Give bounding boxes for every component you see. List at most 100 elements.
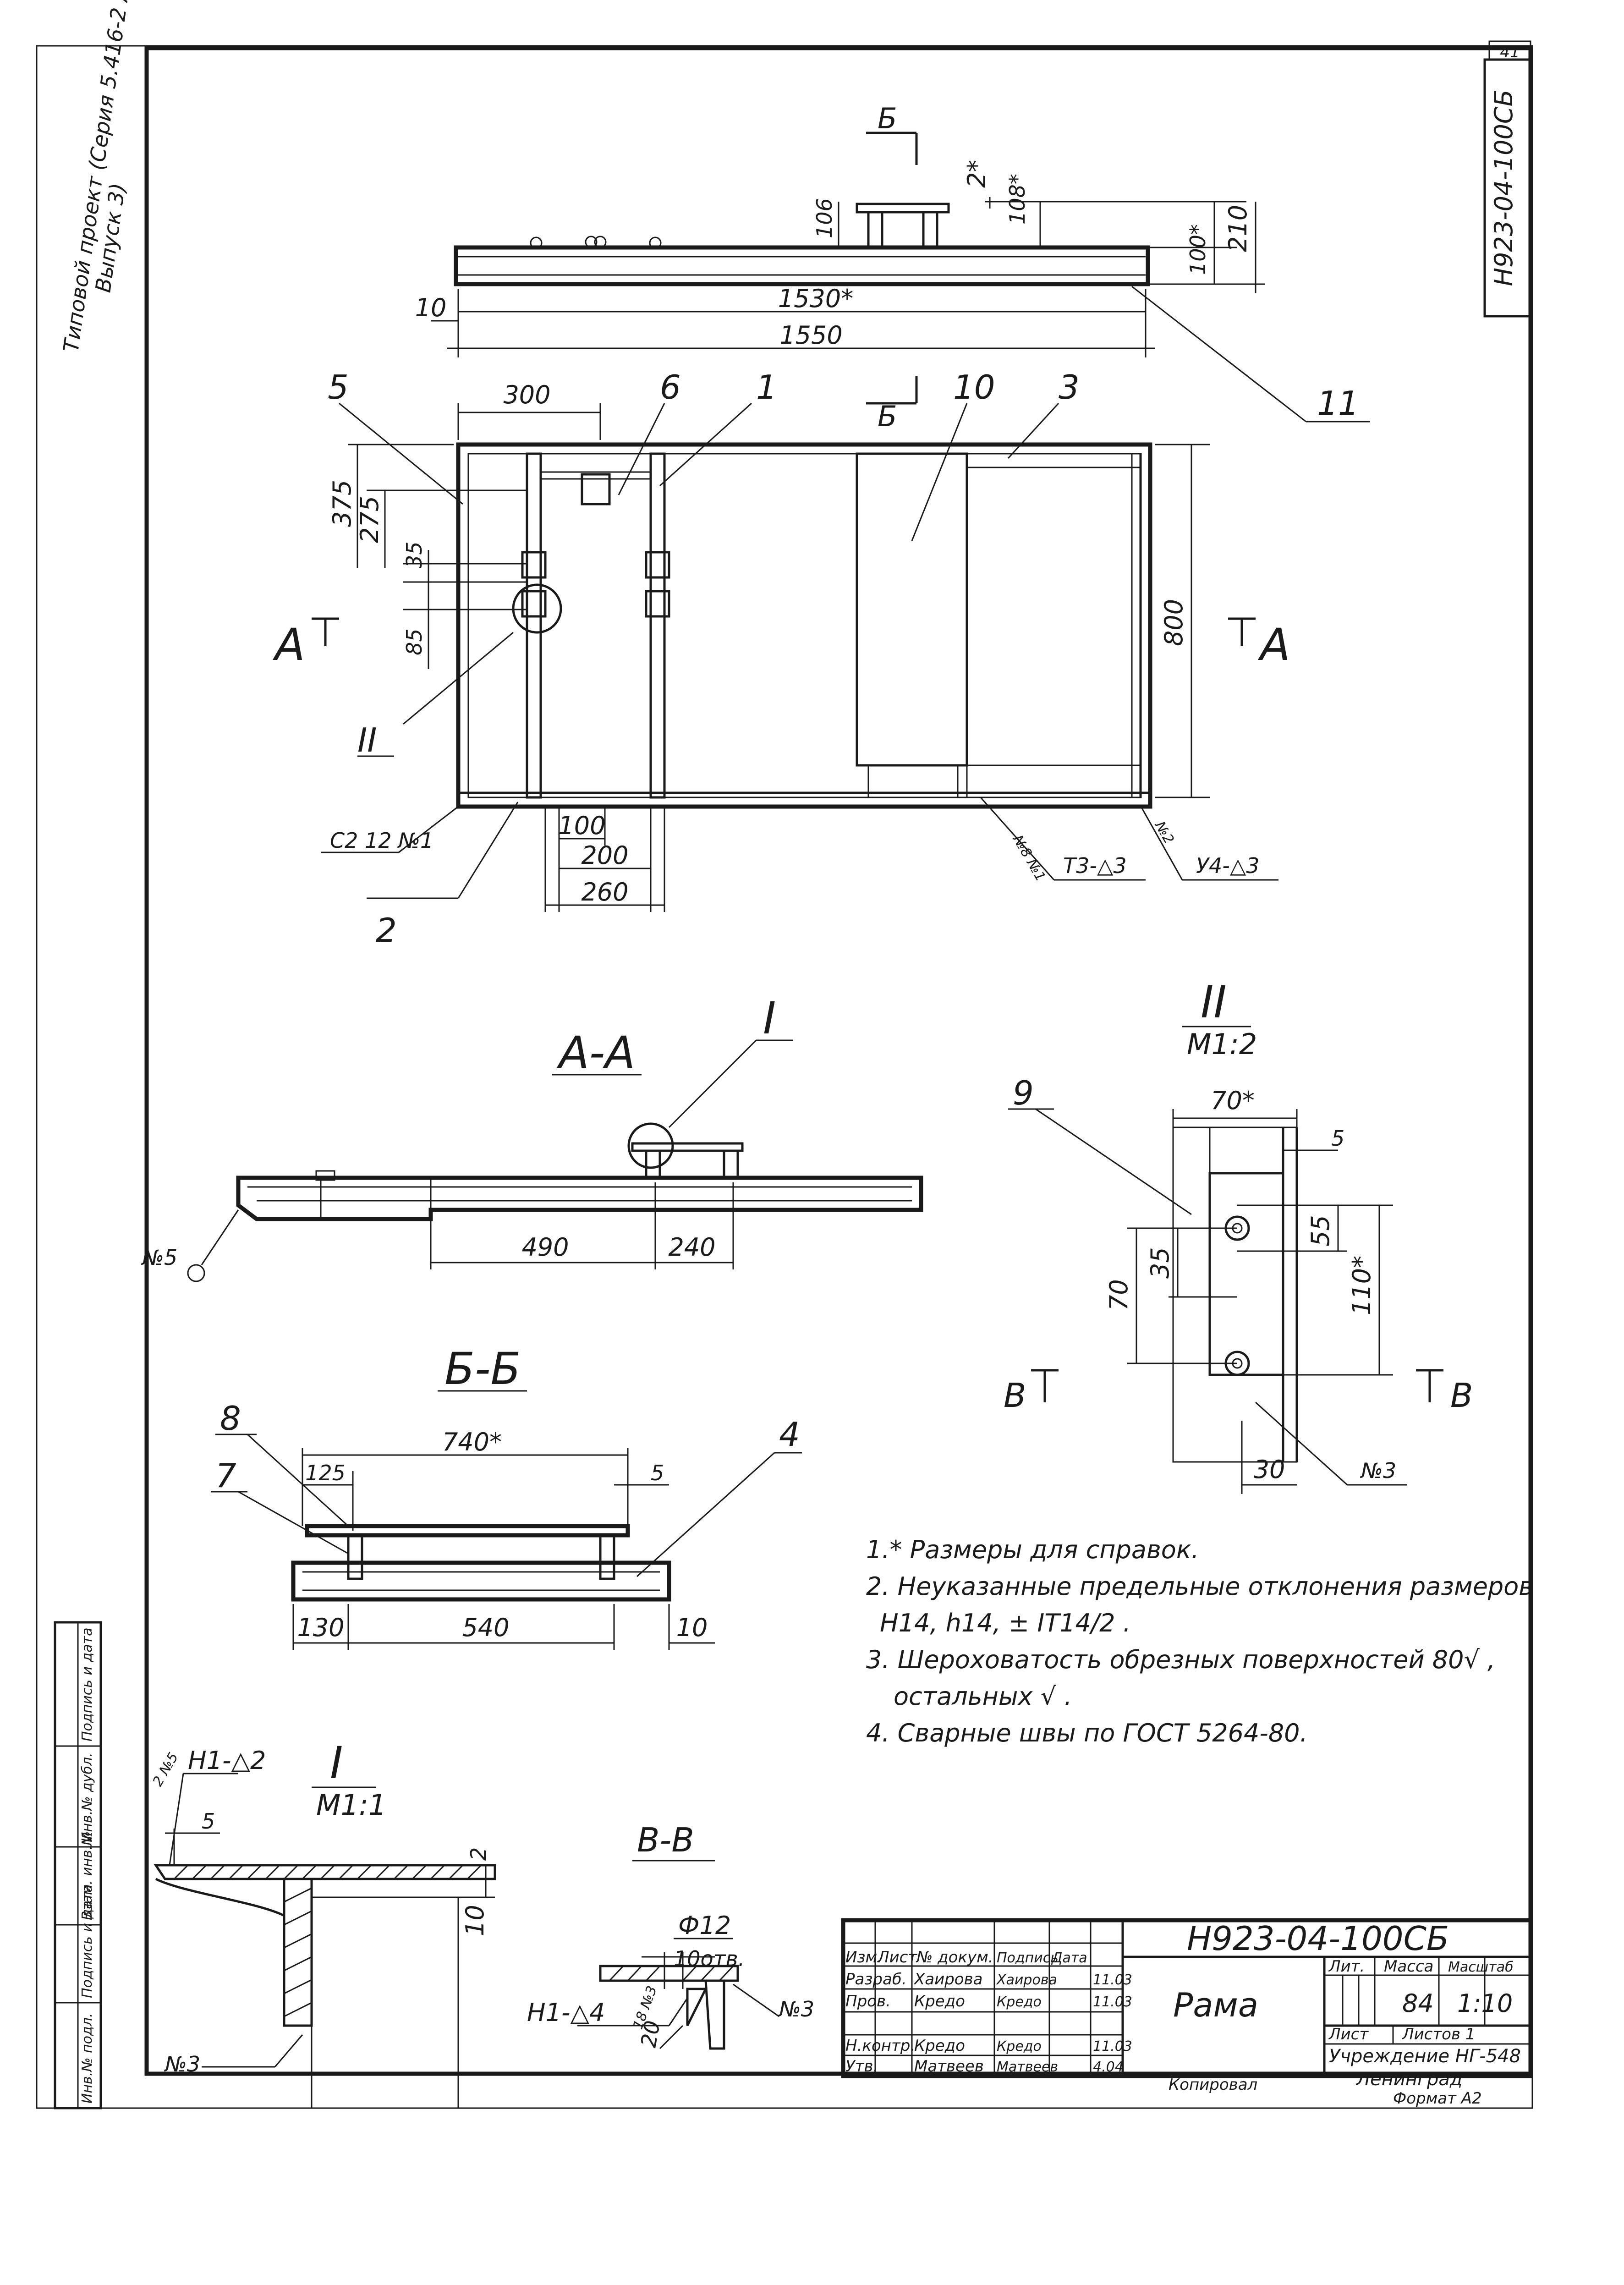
svg-text:2*: 2* [962, 160, 991, 188]
svg-text:540: 540 [462, 1613, 509, 1642]
svg-text:Н923-04-100СБ: Н923-04-100СБ [1489, 89, 1518, 286]
svg-text:35: 35 [1146, 1247, 1174, 1279]
node-I-marker [627, 1122, 674, 1169]
left-inventory-strip: Инв.№ подл. Подпись и дата Взам. инв.№ И… [54, 1621, 102, 2109]
svg-text:5: 5 [1331, 1126, 1344, 1151]
svg-text:Б: Б [878, 102, 897, 135]
svg-text:I: I [763, 993, 776, 1044]
svg-text:5: 5 [202, 1809, 215, 1834]
svg-text:10: 10 [461, 1905, 489, 1936]
svg-text:5: 5 [651, 1461, 664, 1485]
svg-text:II: II [1201, 977, 1227, 1028]
svg-text:2: 2 [376, 911, 397, 950]
svg-text:210: 210 [1223, 205, 1252, 252]
top-elevation-view: 1530* 1550 10 108* 100* 210 106 2* Б 11 [415, 102, 1370, 423]
node-II-detail: II М1:2 70* 5 55 110* 70 35 [1004, 977, 1473, 1494]
svg-text:Кредо: Кредо [997, 1994, 1042, 2010]
corner-sheet-number: 41 [1488, 40, 1531, 61]
svg-text:260: 260 [581, 878, 628, 906]
svg-text:375: 375 [328, 480, 357, 527]
svg-text:800: 800 [1159, 599, 1188, 646]
svg-text:5: 5 [328, 368, 349, 406]
svg-text:II: II [357, 721, 377, 759]
svg-text:30: 30 [1254, 1455, 1285, 1484]
notes-block: 1.* Размеры для справок. 2. Неуказанные … [866, 1535, 1533, 1747]
node-II-marker [512, 583, 562, 634]
plan-outer-frame [456, 442, 1152, 809]
sheet-outer-edge [36, 45, 1533, 2109]
plan-beam-left [526, 452, 542, 799]
svg-text:Кредо: Кредо [997, 2038, 1042, 2054]
svg-text:остальных √ .: остальных √ . [894, 1682, 1072, 1711]
svg-text:106: 106 [812, 198, 837, 238]
plan-plate-10 [856, 452, 968, 767]
svg-text:Масштаб: Масштаб [1448, 1959, 1514, 1975]
section-vv: В-В Ф12 10отв. Н1-△4 18 №3 20 №3 [527, 1821, 814, 2050]
svg-text:Подпись: Подпись [997, 1950, 1059, 1966]
svg-text:2 №5: 2 №5 [150, 1750, 182, 1789]
svg-text:Ленинград: Ленинград [1355, 2069, 1463, 2090]
svg-text:84: 84 [1402, 1989, 1434, 2018]
svg-text:Н1-△2: Н1-△2 [188, 1746, 266, 1775]
svg-text:130: 130 [297, 1613, 344, 1642]
svg-text:10отв.: 10отв. [674, 1946, 745, 1971]
svg-text:4. Сварные швы по ГОСТ 5264-80: 4. Сварные швы по ГОСТ 5264-80. [866, 1719, 1308, 1747]
svg-text:№3: №3 [164, 2052, 200, 2076]
svg-text:Взам. инв.№: Взам. инв.№ [79, 1831, 95, 1920]
svg-text:11.03: 11.03 [1093, 2038, 1132, 2054]
svg-text:№5: №5 [141, 1245, 177, 1270]
svg-text:М1:2: М1:2 [1187, 1027, 1257, 1061]
svg-text:125: 125 [305, 1461, 346, 1485]
svg-text:№ докум.: № докум. [916, 1948, 993, 1966]
svg-text:В: В [1004, 1376, 1026, 1415]
svg-text:10: 10 [953, 368, 995, 406]
svg-text:Инв.№ подл.: Инв.№ подл. [79, 2013, 95, 2104]
svg-text:110*: 110* [1347, 1256, 1376, 1315]
section-aa: А-А 490 240 I №5 [141, 993, 923, 1282]
svg-text:С2 12 №1: С2 12 №1 [330, 828, 433, 853]
svg-text:7: 7 [215, 1456, 236, 1495]
svg-text:Хаирова: Хаирова [913, 1970, 982, 1988]
svg-text:740*: 740* [442, 1428, 502, 1456]
svg-text:1530*: 1530* [778, 284, 853, 313]
svg-text:Лист: Лист [1328, 2025, 1369, 2043]
svg-text:200: 200 [581, 841, 628, 870]
svg-text:41: 41 [1500, 43, 1520, 61]
svg-text:Формат А2: Формат А2 [1393, 2089, 1482, 2108]
svg-text:Кредо: Кредо [914, 1992, 965, 2010]
svg-text:3. Шероховатость обрезных пове: 3. Шероховатость обрезных поверхностей 8… [866, 1645, 1495, 1674]
svg-text:Рама: Рама [1173, 1986, 1258, 2024]
svg-text:А: А [1257, 619, 1290, 670]
svg-text:11.03: 11.03 [1093, 1994, 1132, 2010]
svg-text:8: 8 [220, 1399, 241, 1438]
svg-text:Ф12: Ф12 [678, 1911, 731, 1940]
svg-text:Подпись и дата: Подпись и дата [79, 1884, 95, 1999]
section-bb: Б-Б 740* 125 5 130 540 10 8 [211, 1343, 802, 1650]
svg-text:55: 55 [1306, 1215, 1335, 1247]
svg-text:Б: Б [878, 400, 897, 433]
svg-text:Типовой проект (Серия 5.416-2: Типовой проект (Серия 5.416-2 Альбом [58, 0, 143, 354]
svg-text:А: А [272, 619, 305, 670]
svg-text:Подпись и дата: Подпись и дата [79, 1628, 95, 1742]
svg-text:2: 2 [466, 1847, 491, 1861]
svg-text:108*: 108* [1005, 174, 1030, 225]
svg-text:№3: №3 [778, 1997, 814, 2021]
svg-text:А-А: А-А [556, 1027, 635, 1078]
svg-text:М1:1: М1:1 [316, 1788, 386, 1822]
svg-text:Масса: Масса [1384, 1957, 1433, 1976]
svg-text:2. Неуказанные предельные откл: 2. Неуказанные предельные отклонения раз… [866, 1572, 1533, 1601]
svg-text:100*: 100* [1185, 224, 1210, 275]
svg-text:Лист: Лист [877, 1948, 917, 1966]
svg-text:Т3-△3: Т3-△3 [1063, 853, 1127, 878]
svg-text:70: 70 [1104, 1279, 1133, 1311]
svg-text:20: 20 [636, 2019, 665, 2049]
svg-text:Утв.: Утв. [845, 2057, 878, 2076]
svg-text:11: 11 [1317, 384, 1359, 423]
svg-text:35: 35 [402, 541, 427, 568]
svg-text:Хаирова: Хаирова [996, 1972, 1057, 1988]
sheet-frame [144, 46, 1533, 2076]
svg-text:6: 6 [660, 368, 681, 406]
svg-text:Н923-04-100СБ: Н923-04-100СБ [1187, 1919, 1449, 1958]
node-I-detail: I М1:1 [150, 1737, 496, 2108]
